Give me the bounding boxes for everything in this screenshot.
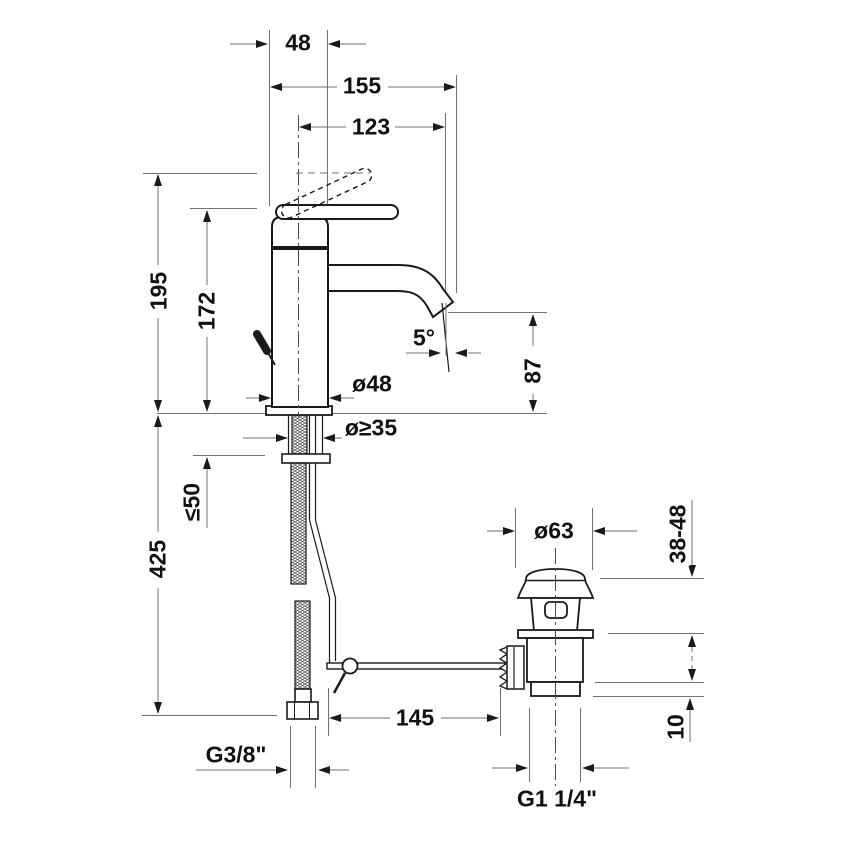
center-lines bbox=[298, 115, 556, 786]
dim-waste-thread: G1 1/4" bbox=[514, 787, 600, 811]
pop-up-rod bbox=[308, 414, 337, 664]
pop-up-knob-stem bbox=[266, 350, 276, 366]
dim-mounting-hole-diameter: ø≥35 bbox=[341, 416, 401, 440]
dim-hose-length: 425 bbox=[145, 536, 171, 582]
handle-lever bbox=[275, 204, 399, 220]
hose-nut bbox=[286, 701, 319, 720]
dim-body-diameter: ø48 bbox=[349, 372, 395, 396]
linkage-pivot bbox=[341, 657, 359, 675]
dim-tailpiece-length: 10 bbox=[663, 711, 689, 743]
dimension-lines bbox=[142, 30, 704, 788]
pop-up-knob bbox=[253, 330, 271, 355]
spout bbox=[327, 264, 455, 319]
adjuster-wheel bbox=[506, 645, 525, 690]
dim-waste-flange-diameter: ø63 bbox=[531, 519, 577, 543]
dimension-arrowheads bbox=[154, 40, 696, 774]
dim-total-projection: 155 bbox=[339, 74, 385, 98]
dim-spout-reach: 123 bbox=[348, 115, 394, 139]
mounting-washer bbox=[281, 453, 331, 464]
rod-end-stub bbox=[332, 672, 347, 694]
dim-spout-angle: 5° bbox=[410, 326, 438, 350]
faucet-outline bbox=[253, 167, 506, 720]
adjuster-wheel-teeth bbox=[498, 646, 509, 690]
dim-body-height: 172 bbox=[194, 288, 220, 334]
flex-hose-lower bbox=[294, 600, 311, 690]
threaded-shank bbox=[291, 413, 308, 456]
dim-supply-thread: G3/8" bbox=[202, 743, 270, 767]
dim-spout-outlet-height: 87 bbox=[520, 355, 546, 387]
handle-lever-raised bbox=[280, 167, 373, 219]
dim-max-deck-thickness: ≤50 bbox=[179, 479, 205, 525]
faucet-body bbox=[271, 216, 329, 408]
drain-outline bbox=[498, 568, 595, 697]
dim-total-height: 195 bbox=[146, 268, 172, 314]
dim-handle-width: 48 bbox=[282, 31, 314, 55]
dim-waste-adjust-range: 38-48 bbox=[665, 501, 691, 567]
dim-rod-length: 145 bbox=[392, 706, 438, 730]
flex-hose-upper bbox=[290, 462, 307, 585]
hose-ferrule bbox=[294, 688, 312, 703]
